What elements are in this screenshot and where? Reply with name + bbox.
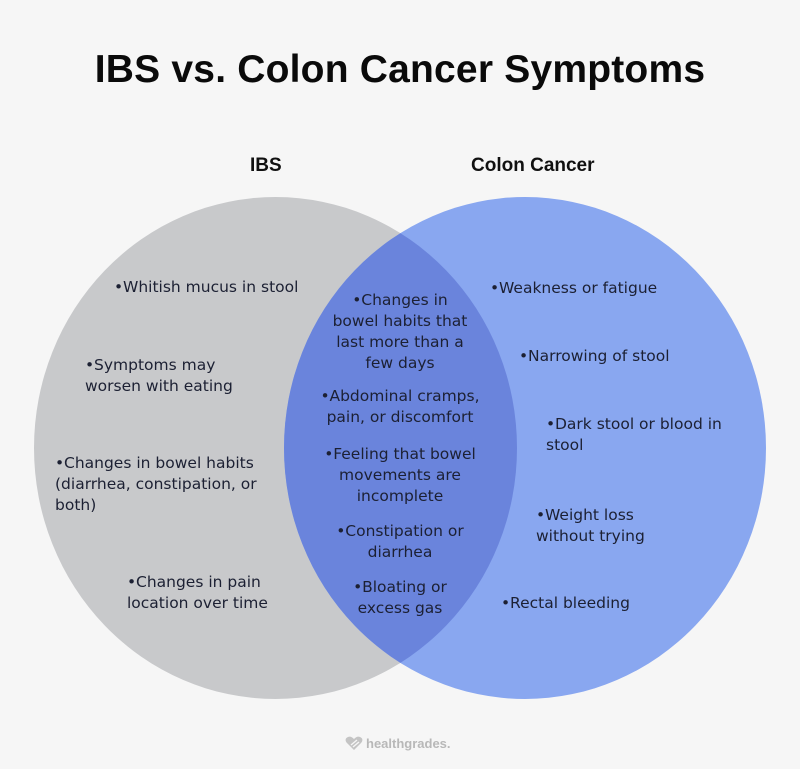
shared-item: •Abdominal cramps, pain, or discomfort <box>320 387 480 426</box>
ibs-item: •Whitish mucus in stool <box>114 278 299 296</box>
page-title: IBS vs. Colon Cancer Symptoms <box>94 48 706 91</box>
healthgrades-logo: healthgrades. <box>345 736 451 751</box>
ibs-item: •Changes in pain location over time <box>127 573 268 612</box>
colon-cancer-label: Colon Cancer <box>471 155 595 176</box>
shared-item: •Constipation or diarrhea <box>336 522 464 561</box>
heart-icon <box>345 736 363 750</box>
colon-cancer-item: •Dark stool or blood in stool <box>546 415 722 454</box>
ibs-item: •Symptoms may worsen with eating <box>85 356 233 395</box>
colon-cancer-item: •Weight loss without trying <box>536 506 645 545</box>
overlap-region <box>284 197 517 699</box>
shared-item: •Bloating or excess gas <box>353 578 447 617</box>
colon-cancer-item: •Weakness or fatigue <box>490 279 658 297</box>
ibs-label: IBS <box>250 155 282 176</box>
ibs-item: •Changes in bowel habits (diarrhea, cons… <box>55 454 257 514</box>
shared-item: •Feeling that bowel movements are incomp… <box>324 445 476 505</box>
colon-cancer-item: •Narrowing of stool <box>519 347 670 365</box>
colon-cancer-item: •Rectal bleeding <box>501 594 630 612</box>
shared-item: •Changes in bowel habits that last more … <box>332 291 468 372</box>
brand-name: healthgrades. <box>366 736 451 751</box>
